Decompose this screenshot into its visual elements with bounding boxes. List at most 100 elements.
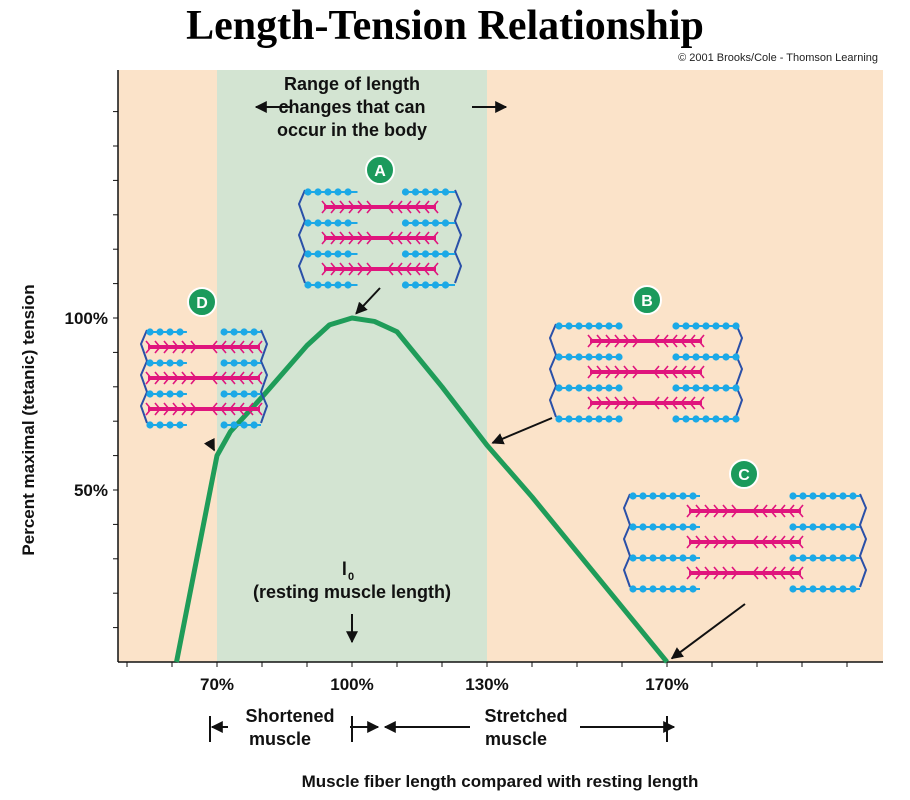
myosin-head xyxy=(339,200,346,214)
myosin-head xyxy=(181,402,188,416)
actin-bead xyxy=(575,322,583,330)
actin-bead xyxy=(819,523,827,531)
actin-bead xyxy=(829,585,837,593)
myosin-head xyxy=(229,371,236,385)
actin-bead xyxy=(809,585,817,593)
marker-label: D xyxy=(196,295,208,312)
actin-bead xyxy=(314,281,322,289)
actin-bead xyxy=(682,384,690,392)
x-tick-label: 100% xyxy=(330,675,373,694)
actin-bead xyxy=(176,421,184,429)
myosin-head xyxy=(614,334,621,348)
actin-bead xyxy=(732,322,740,330)
myosin-head xyxy=(752,566,759,580)
pointer-arrow-b xyxy=(491,417,553,445)
myosin-head xyxy=(181,371,188,385)
actin-bead xyxy=(732,384,740,392)
myosin-head xyxy=(220,402,227,416)
actin-bead xyxy=(324,219,332,227)
myosin-head xyxy=(662,365,669,379)
myosin-head xyxy=(190,402,197,416)
actin-bead xyxy=(799,585,807,593)
actin-bead xyxy=(669,585,677,593)
actin-bead xyxy=(605,415,613,423)
myosin-head xyxy=(653,334,660,348)
actin-bead xyxy=(304,281,312,289)
myosin-head xyxy=(339,231,346,245)
myosin-head xyxy=(662,396,669,410)
actin-bead xyxy=(156,359,164,367)
myosin-head xyxy=(387,262,394,276)
myosin-head xyxy=(695,566,702,580)
actin-bead xyxy=(220,328,228,336)
range-label: occur in the body xyxy=(277,120,427,140)
actin-bead xyxy=(639,523,647,531)
pointer-arrow-d xyxy=(203,437,216,452)
actin-bead xyxy=(230,359,238,367)
myosin-head xyxy=(321,231,328,245)
actin-bead xyxy=(849,585,857,593)
myosin-head xyxy=(256,371,263,385)
actin-bead xyxy=(629,585,637,593)
actin-bead xyxy=(401,188,410,196)
myosin-head xyxy=(154,402,161,416)
actin-bead xyxy=(649,523,657,531)
sarcomere-diagrams xyxy=(139,188,868,593)
actin-bead xyxy=(692,415,700,423)
actin-bead xyxy=(839,554,847,562)
myosin-head xyxy=(779,566,786,580)
actin-bead xyxy=(649,554,657,562)
actin-bead xyxy=(421,281,430,289)
actin-bead xyxy=(689,554,697,562)
actin-bead xyxy=(220,421,228,429)
myosin-head xyxy=(396,200,403,214)
actin-bead xyxy=(156,328,164,336)
myosin-head xyxy=(722,566,729,580)
actin-bead xyxy=(669,554,677,562)
myosin-head xyxy=(405,262,412,276)
actin-bead xyxy=(809,554,817,562)
actin-bead xyxy=(615,415,623,423)
actin-bead xyxy=(421,188,430,196)
stretched-label: Stretched xyxy=(484,706,567,726)
actin-bead xyxy=(324,250,332,258)
actin-bead xyxy=(605,322,613,330)
actin-bead xyxy=(344,219,352,227)
actin-bead xyxy=(692,384,700,392)
actin-bead xyxy=(789,554,797,562)
actin-bead xyxy=(839,585,847,593)
pointer-arrow-c xyxy=(670,603,746,660)
myosin-head xyxy=(686,504,693,518)
myosin-head xyxy=(761,566,768,580)
myosin-head xyxy=(698,396,705,410)
marker-label: C xyxy=(738,467,750,484)
actin-bead xyxy=(849,523,857,531)
myosin-head xyxy=(330,200,337,214)
actin-bead xyxy=(344,281,352,289)
myosin-head xyxy=(698,334,705,348)
sarcomere-diagram-a xyxy=(297,188,463,289)
myosin-head xyxy=(423,231,430,245)
myosin-head xyxy=(432,200,439,214)
actin-bead xyxy=(431,188,440,196)
actin-bead xyxy=(304,219,312,227)
myosin-head xyxy=(181,340,188,354)
myosin-head xyxy=(686,535,693,549)
actin-bead xyxy=(595,415,603,423)
myosin-head xyxy=(695,535,702,549)
myosin-head xyxy=(238,340,245,354)
myosin-head xyxy=(788,566,795,580)
actin-bead xyxy=(672,415,680,423)
z-line xyxy=(259,329,269,424)
actin-bead xyxy=(649,585,657,593)
actin-bead xyxy=(585,353,593,361)
actin-bead xyxy=(819,554,827,562)
actin-bead xyxy=(314,250,322,258)
myosin-head xyxy=(770,535,777,549)
myosin-head xyxy=(761,504,768,518)
z-line xyxy=(858,493,868,588)
myosin-head xyxy=(680,396,687,410)
actin-bead xyxy=(689,492,697,500)
myosin-head xyxy=(348,231,355,245)
actin-bead xyxy=(659,585,667,593)
